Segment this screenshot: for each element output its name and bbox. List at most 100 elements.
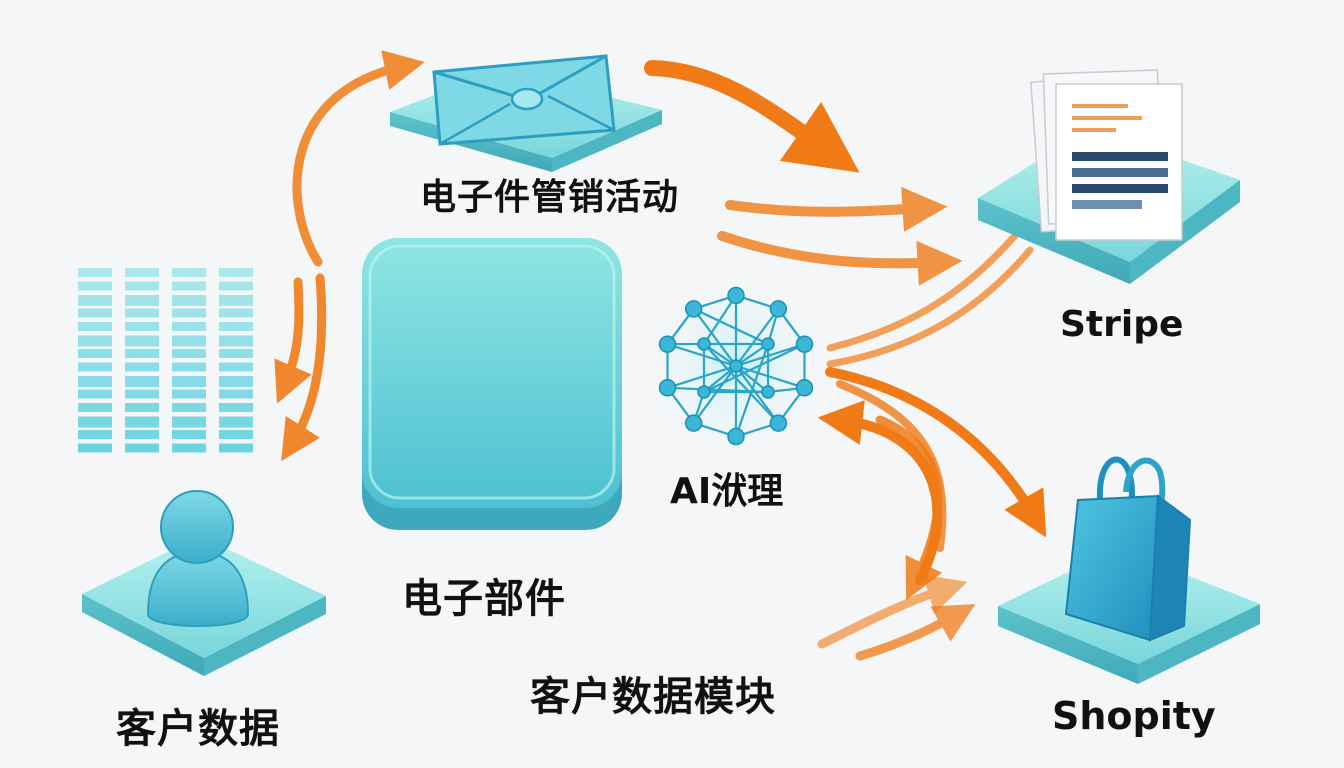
network-node [697, 385, 711, 399]
grid-cell [125, 403, 159, 412]
grid-cell [125, 295, 159, 306]
grid-cell [219, 443, 253, 453]
grid-cell [78, 430, 112, 439]
network-node [761, 385, 775, 399]
network-node [769, 414, 788, 432]
grid-cell [172, 335, 206, 347]
arrow-stripe-to-ai-2 [826, 246, 1034, 368]
grid-cell [172, 295, 206, 306]
grid-cell [78, 403, 112, 412]
grid-cell [125, 362, 159, 372]
network-link [692, 365, 737, 424]
data-grid-icon [78, 268, 253, 453]
flow-arrows [274, 50, 1047, 661]
arrow-stream-2 [717, 231, 963, 286]
grid-cell [172, 322, 206, 331]
shopify-node [998, 456, 1260, 684]
grid-cell [125, 416, 159, 428]
grid-cell [219, 362, 253, 372]
arrow-down-1 [274, 277, 312, 404]
grid-cell [78, 295, 112, 306]
label-customer-module: 客户数据模块 [530, 674, 776, 720]
network-link [735, 308, 780, 367]
label-widget: 电子部件 [402, 576, 566, 622]
grid-cell [172, 362, 206, 372]
network-link [667, 343, 737, 368]
grid-cell [125, 430, 159, 439]
network-link [703, 365, 737, 393]
grid-cell [219, 430, 253, 439]
arrow-stream-1 [725, 186, 948, 232]
grid-cell [219, 295, 253, 306]
ai-node [644, 274, 828, 458]
grid-cell [125, 281, 159, 291]
grid-cell [78, 308, 112, 318]
grid-cell [219, 376, 253, 387]
arrow-ai-to-shop [825, 367, 1047, 538]
arrow-ai-to-shop-down [875, 415, 943, 601]
user-icon [146, 490, 250, 627]
network-link [703, 294, 737, 345]
grid-cell [172, 376, 206, 387]
network-link [735, 365, 780, 424]
grid-cell [172, 416, 206, 428]
grid-cell [78, 376, 112, 387]
label-ai: AI洑理 [670, 471, 784, 512]
grid-cell [78, 362, 112, 372]
neural-network-icon [658, 286, 814, 446]
network-link [667, 364, 737, 389]
grid-cell [125, 389, 159, 399]
shopping-bag-icon [1064, 456, 1192, 642]
network-link [693, 307, 769, 345]
grid-cell [219, 322, 253, 331]
grid-cell [219, 281, 253, 291]
grid-cell [125, 376, 159, 387]
email-node [390, 54, 662, 172]
network-node [795, 379, 814, 397]
grid-cell [125, 268, 159, 277]
grid-cell [125, 308, 159, 318]
network-link [703, 343, 805, 393]
network-node [727, 286, 745, 305]
network-node [795, 335, 814, 353]
widget-node [362, 238, 622, 530]
arrow-loop-to-email [292, 50, 425, 267]
grid-cell [78, 443, 112, 453]
grid-cell [125, 349, 159, 358]
network-link [735, 365, 769, 393]
grid-cell [219, 335, 253, 347]
grid-cell [78, 281, 112, 291]
arrow-stripe-to-ai-1 [826, 228, 1022, 352]
grid-cell [78, 268, 112, 277]
arrow-module-to-shop-1 [817, 574, 968, 649]
label-email-campaign: 电子件管销活动 [420, 177, 680, 218]
grid-cell [219, 349, 253, 358]
grid-cell [172, 430, 206, 439]
grid-cell [78, 349, 112, 358]
network-node [761, 337, 775, 351]
grid-cell [125, 322, 159, 331]
network-link [735, 343, 805, 368]
network-link [703, 343, 780, 424]
grid-cell [172, 281, 206, 291]
grid-cell [172, 403, 206, 412]
network-link [735, 364, 805, 389]
network-node [769, 300, 788, 318]
label-customer-data: 客户数据 [116, 706, 280, 752]
label-stripe: Stripe [1060, 304, 1184, 345]
envelope-icon [432, 54, 616, 146]
network-node [658, 335, 677, 353]
grid-cell [172, 268, 206, 277]
arrow-down-2 [281, 273, 327, 462]
network-node [684, 414, 703, 432]
grid-cell [172, 389, 206, 399]
grid-cell [78, 416, 112, 428]
grid-cell [172, 349, 206, 358]
grid-cell [125, 335, 159, 347]
network-node [727, 427, 745, 446]
network-node [684, 300, 703, 318]
arrow-email-to-stripe [644, 60, 860, 173]
grid-cell [78, 389, 112, 399]
grid-cell [219, 268, 253, 277]
